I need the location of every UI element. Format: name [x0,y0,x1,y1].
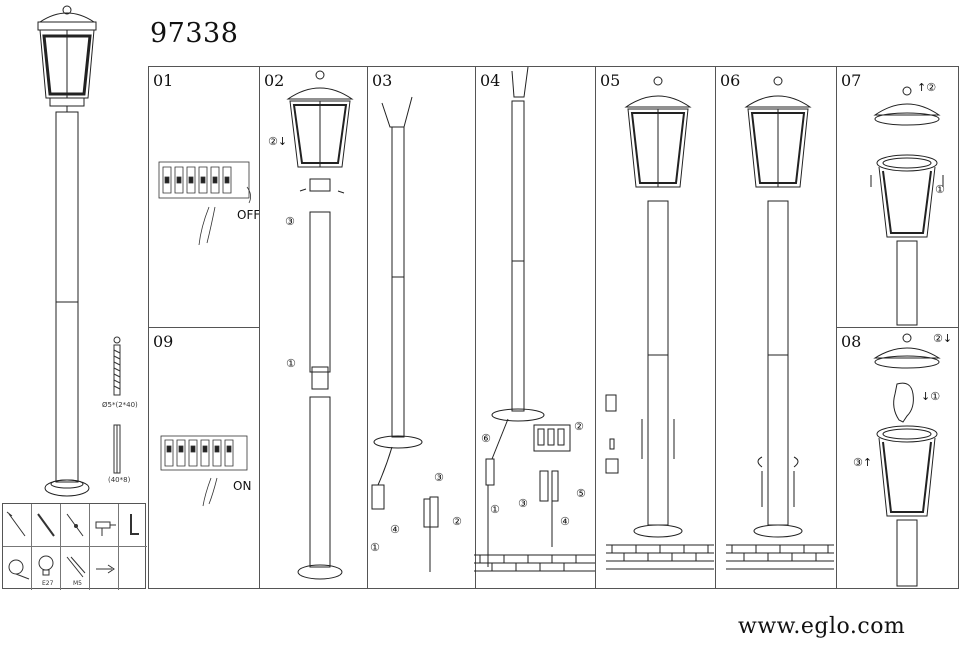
flat-screwdriver-icon [61,504,90,547]
ground-mounting-drawing [605,76,714,570]
step-panel-08: 08 ②↓ ↓① ③↑ [836,327,959,589]
anchor-caption: (40*8) [108,476,131,484]
step-number: 04 [480,71,501,90]
callout-3: ③ [518,497,528,510]
drill-icon [90,504,119,547]
step-number: 08 [841,332,862,351]
lamp-head-removal-drawing [286,70,354,580]
bulb-caption: E27 [42,580,54,587]
step-number: 09 [153,332,174,351]
wire-stripper-icon: M5 [61,547,90,590]
website-url: www.eglo.com [738,614,906,639]
step-panel-04: 04 ⑥ ② ③ ⑤ ① ④ [474,66,596,589]
screw-icon [113,336,121,396]
tape-measure-icon [3,547,32,590]
callout-1: ① [935,183,945,196]
cable-connection-drawing [474,66,596,572]
base-fixing-drawing [726,76,834,570]
callout-3: ③↑ [853,456,873,469]
phillips-screwdriver-icon [32,504,61,547]
screwdriver-icon [3,504,32,547]
callout-3: ③ [434,471,444,484]
tools-table: E27 M5 [2,503,147,590]
step-panel-02: 02 ②↓ ③ ① [259,66,368,589]
on-label: ON [233,479,252,493]
callout-3: ③ [285,215,295,228]
step-number: 02 [264,71,285,90]
lamp-overview-drawing [37,5,121,497]
model-number: 97338 [150,18,239,49]
off-label: OFF [237,208,261,222]
callout-4: ④ [390,523,400,536]
step-number: 01 [153,71,174,90]
step-number: 07 [841,71,862,90]
callout-1: ① [490,503,500,516]
cover-removal-drawing [870,86,944,326]
callout-4: ④ [560,515,570,528]
step-panel-09: 09 ON [148,327,260,589]
callout-2: ② [452,515,462,528]
step-panel-05: 05 [595,66,716,589]
allen-key-icon [119,504,147,547]
callout-1: ↓① [921,390,941,403]
screw-caption: Ø5*(2*40) [102,401,138,409]
step-panel-07: 07 ↑② ① [836,66,959,328]
breaker-off-drawing [158,161,251,246]
step-panel-01: 01 OFF [148,66,260,328]
empty-tool-cell [119,547,147,590]
bulb-icon: E27 [32,547,61,590]
wall-anchor-icon [113,424,121,474]
callout-6: ⑥ [481,432,491,445]
callout-2: ② [574,420,584,433]
pliers-icon [90,547,119,590]
callout-2: ②↓ [268,135,288,148]
step-number: 06 [720,71,741,90]
step-panel-03: 03 ③ ② ④ ① [367,66,476,589]
callout-2: ②↓ [933,332,953,345]
bulb-replacement-drawing [873,333,941,587]
callout-1: ① [286,357,296,370]
breaker-on-drawing [160,435,248,507]
callout-1: ① [370,541,380,554]
step-number: 03 [372,71,393,90]
callout-2: ↑② [917,81,937,94]
step-panel-06: 06 [715,66,837,589]
step-number: 05 [600,71,621,90]
tool-caption: M5 [73,580,82,587]
callout-5: ⑤ [576,487,586,500]
pole-wiring-drawing [371,96,439,572]
